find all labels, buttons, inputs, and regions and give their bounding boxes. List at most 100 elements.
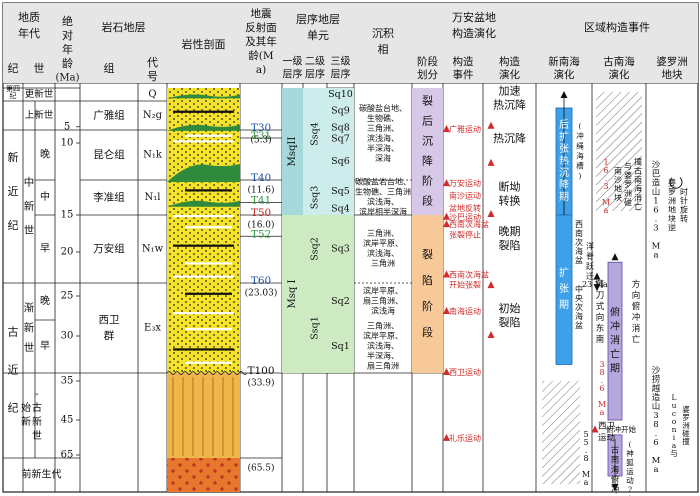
svg-text:期: 期 [559, 299, 569, 311]
header-seq-sub: 层序 [283, 68, 303, 81]
facies-line-text: 滨岸平原、 [363, 331, 403, 341]
facies-line-text: 生物礁、 [367, 113, 399, 123]
svg-text:块: 块 [614, 193, 622, 203]
header-wannan-sub: 构造 [499, 55, 520, 68]
lithology-strip [185, 361, 232, 364]
svg-text:(: ( [579, 122, 582, 131]
xiwei-arrow [591, 425, 599, 433]
facies-line-text: 三角洲、 [367, 228, 399, 238]
header-seq-sub: 一级 [283, 56, 303, 68]
age-tick-label: 20 [61, 247, 74, 258]
svg-text:冲: 冲 [632, 312, 641, 323]
svg-text:段: 段 [422, 194, 433, 208]
svg-text:段: 段 [422, 325, 433, 339]
svg-text:近: 近 [8, 185, 19, 198]
stage-upper-band [412, 88, 443, 215]
seismic-age: (11.6) [247, 185, 274, 196]
svg-text:罗: 罗 [668, 187, 676, 196]
svg-text:剪: 剪 [596, 279, 605, 290]
facies-line-text: 滨岸相半深海 [359, 207, 407, 217]
subepoch-late: 晚 [40, 295, 50, 307]
svg-text:裂: 裂 [422, 95, 433, 108]
svg-text:世: 世 [32, 430, 42, 442]
svg-text:张: 张 [559, 283, 569, 295]
header-seismic: 反射面 [245, 21, 277, 34]
age-tick-label: 65 [61, 450, 74, 461]
facies-line-text: 三角洲、 [367, 123, 399, 133]
svg-text:海: 海 [576, 151, 584, 161]
svg-text:次: 次 [575, 237, 583, 247]
formation-name: 昆仑组 [93, 148, 125, 161]
period-quaternary: 第四 [6, 84, 20, 93]
svg-text:时: 时 [680, 186, 688, 196]
facies-line-text: 滨浅海、 [367, 248, 399, 258]
header-regional-sub: 演化 [609, 68, 630, 81]
seismic-age: (16.0) [247, 220, 274, 231]
svg-text:新: 新 [24, 321, 35, 334]
svg-text:地: 地 [614, 184, 622, 194]
svg-text:新: 新 [24, 200, 35, 213]
lithology-green-band [167, 163, 240, 183]
svg-text:6: 6 [603, 166, 608, 175]
svg-text:3: 3 [599, 360, 604, 369]
header-litho: 岩石地层 [102, 20, 146, 34]
tectonic-event: 万安运动 [449, 178, 481, 188]
svg-text:近: 近 [8, 364, 19, 377]
third-seq-label: Sq5 [331, 186, 350, 197]
svg-text:沙: 沙 [652, 366, 661, 376]
header-wannan: 万安盆地 [452, 10, 496, 24]
svg-text:8: 8 [599, 368, 604, 377]
formation-code: Q [148, 89, 156, 100]
table-content: 51015202530354565地质年代纪世绝对年龄(Ma)岩石地层组代号岩性… [3, 3, 698, 496]
period-neogene: 新近纪 [8, 150, 19, 232]
svg-text:M: M [598, 400, 606, 409]
third-seq-label: Sq9 [331, 106, 350, 117]
seismic-age: (33.9) [247, 378, 274, 389]
header-litho-code: 号 [147, 70, 158, 83]
svg-text:次: 次 [575, 302, 583, 312]
svg-text:迁: 迁 [586, 271, 594, 281]
svg-text:): ) [579, 172, 582, 181]
svg-text:撞: 撞 [682, 436, 690, 446]
header-regional-sub: 古南海 [603, 55, 635, 68]
svg-text:洲: 洲 [682, 421, 690, 430]
lithology-strip [185, 292, 232, 295]
tectonic-event: 西南次海盆 [449, 219, 489, 229]
header-facies: 相 [378, 43, 389, 56]
svg-text:消: 消 [610, 334, 620, 347]
svg-text:5: 5 [583, 438, 588, 447]
second-seq-label: Ssq2 [310, 237, 321, 261]
svg-text:M: M [602, 198, 610, 207]
facies-line-text: 滨岸平原、 [363, 238, 403, 248]
third-seq-label: Sq2 [331, 296, 350, 307]
svg-text:6: 6 [653, 438, 658, 448]
subepoch-early: 早 [40, 243, 50, 255]
lithology-strip [173, 275, 234, 278]
svg-text:消: 消 [632, 323, 641, 334]
svg-text:块: 块 [668, 213, 676, 223]
tectonic-event-arrow [443, 433, 450, 441]
svg-text:扩: 扩 [559, 266, 569, 279]
svg-text:消: 消 [634, 193, 642, 203]
facies-line-text: 碳酸盐台地、 [359, 103, 407, 113]
lithology-green-band [167, 124, 240, 131]
evolution-stage: 转换 [499, 193, 521, 207]
svg-text:6: 6 [653, 205, 658, 215]
second-seq-label: Ssq4 [310, 122, 321, 146]
header-regional-sub: 婆罗洲 [656, 56, 688, 68]
header-age: (Ma) [55, 73, 79, 84]
svg-text:南: 南 [614, 166, 622, 176]
svg-text:西: 西 [575, 220, 583, 229]
lithology-strip [173, 312, 234, 315]
sw-basin-label: 西南次海盆 [575, 220, 583, 265]
period-pre-cenozoic: 前新生代 [22, 468, 62, 481]
svg-text:刀: 刀 [596, 291, 605, 301]
svg-text:南: 南 [596, 334, 605, 345]
ssq-lower-band [303, 215, 354, 373]
svg-text:世: 世 [24, 342, 35, 354]
